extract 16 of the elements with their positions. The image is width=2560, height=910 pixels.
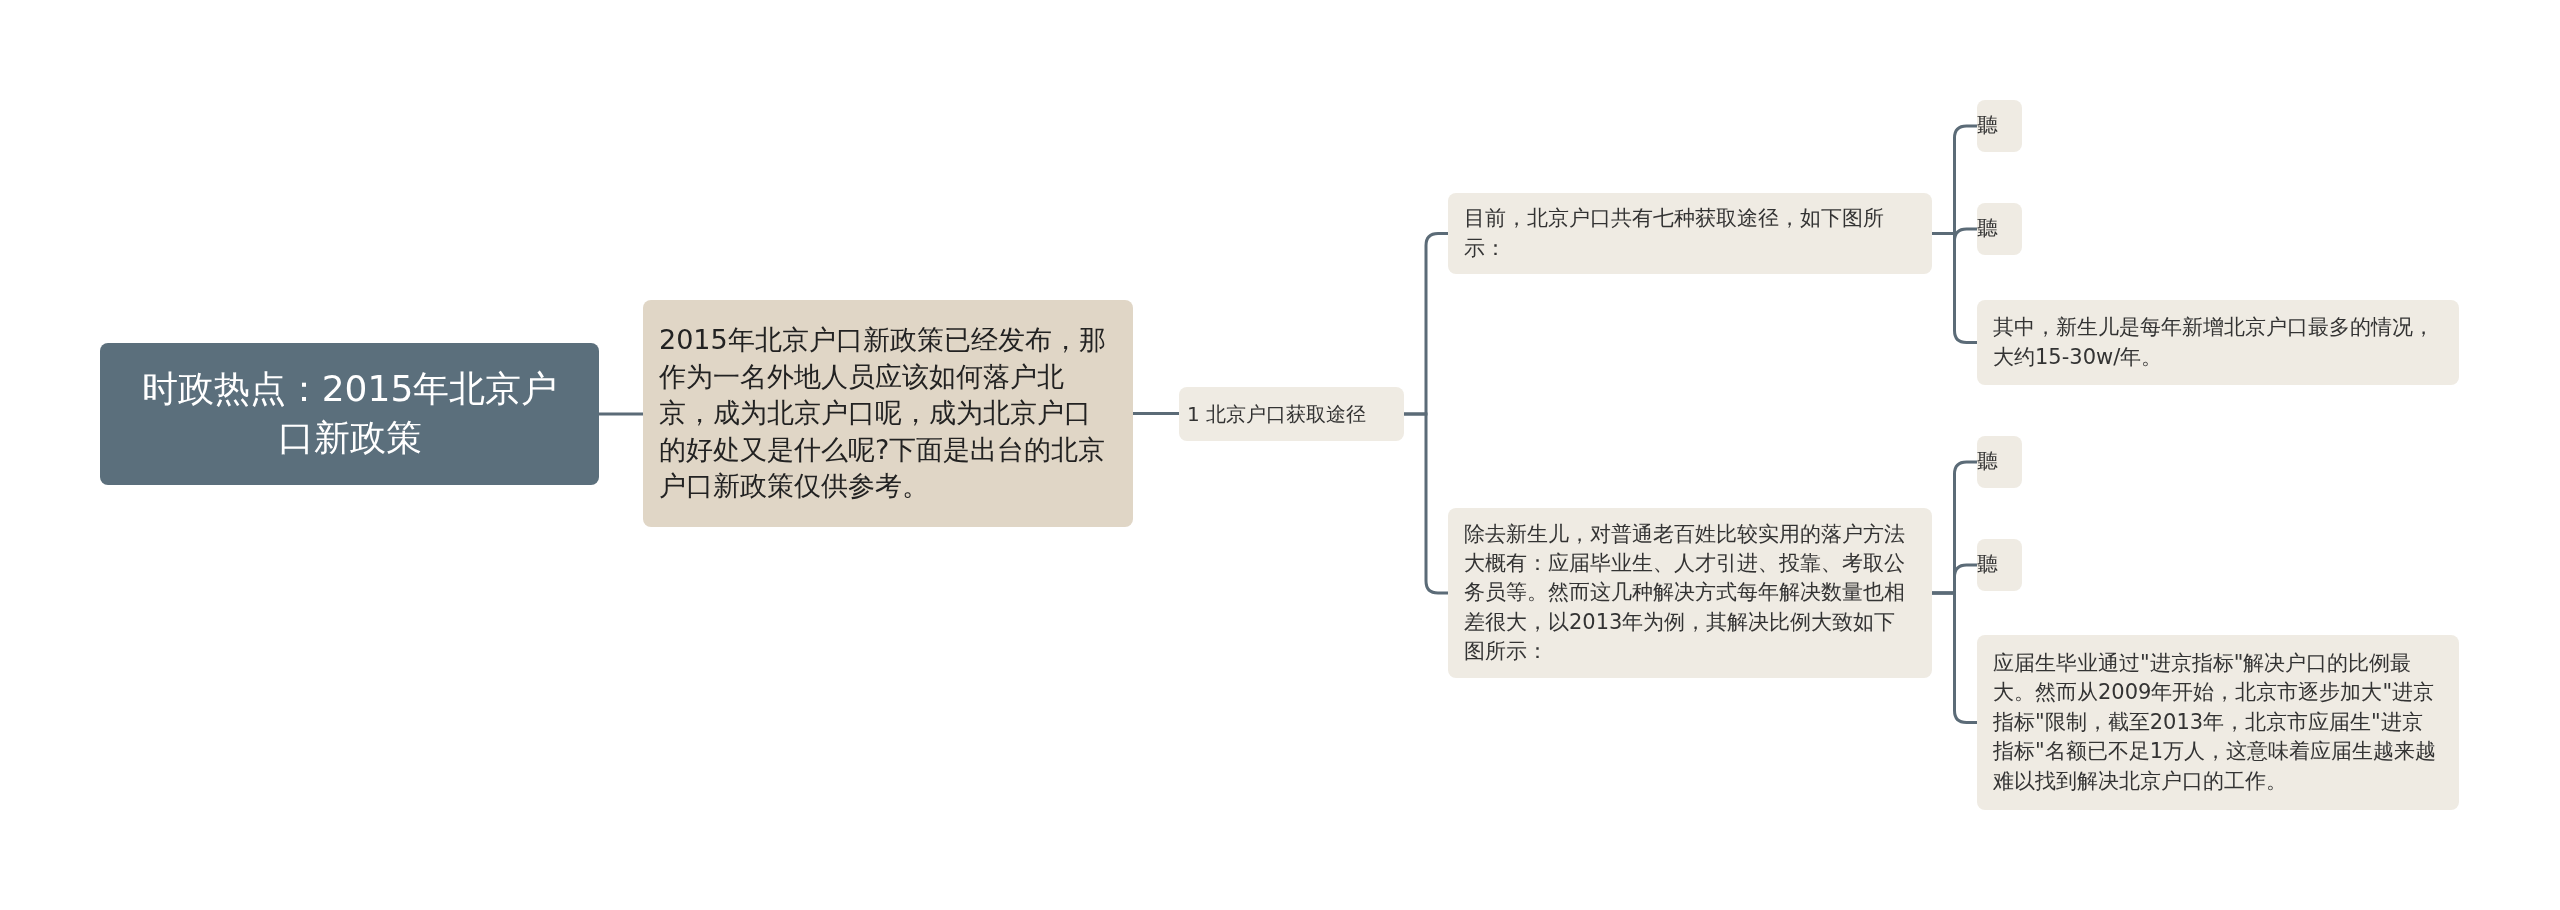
connector-line	[1404, 412, 1448, 595]
topic-box: 聽	[1977, 203, 2022, 255]
connector-line	[1932, 591, 1977, 724]
topic-box: 应届生毕业通过"进京指标"解决户口的比例最大。然而从2009年开始，北京市逐步加大"进京指标"限制，截至2013年，北京市应届生"进京指标"名额已不足1万人，这意味着应届生越来越难以找到解决北京户口的工作。	[1977, 635, 2459, 810]
root-topic-box: 时政热点：2015年北京户口新政策	[100, 343, 599, 485]
topic-box: 1 北京户口获取途径	[1179, 387, 1404, 441]
topic-box: 其中，新生儿是每年新增北京户口最多的情况，大约15-30w/年。	[1977, 300, 2459, 385]
connector-line	[1133, 412, 1179, 415]
connector-line	[599, 412, 643, 416]
topic-box: 聽	[1977, 539, 2022, 591]
connector-line	[1932, 232, 1977, 344]
topic-box: 聽	[1977, 100, 2022, 152]
topic-box: 聽	[1977, 436, 2022, 488]
topic-box: 2015年北京户口新政策已经发布，那作为一名外地人员应该如何落户北京，成为北京户口呢，成为北京户口的好处又是什么呢?下面是出台的北京户口新政策仅供参考。	[643, 300, 1133, 527]
topic-box: 除去新生儿，对普通老百姓比较实用的落户方法大概有：应届毕业生、人才引进、投靠、考取公务员等。然而这几种解决方式每年解决数量也相差很大，以2013年为例，其解决比例大致如下图所示：	[1448, 508, 1932, 678]
topic-box: 目前，北京户口共有七种获取途径，如下图所示：	[1448, 193, 1932, 274]
